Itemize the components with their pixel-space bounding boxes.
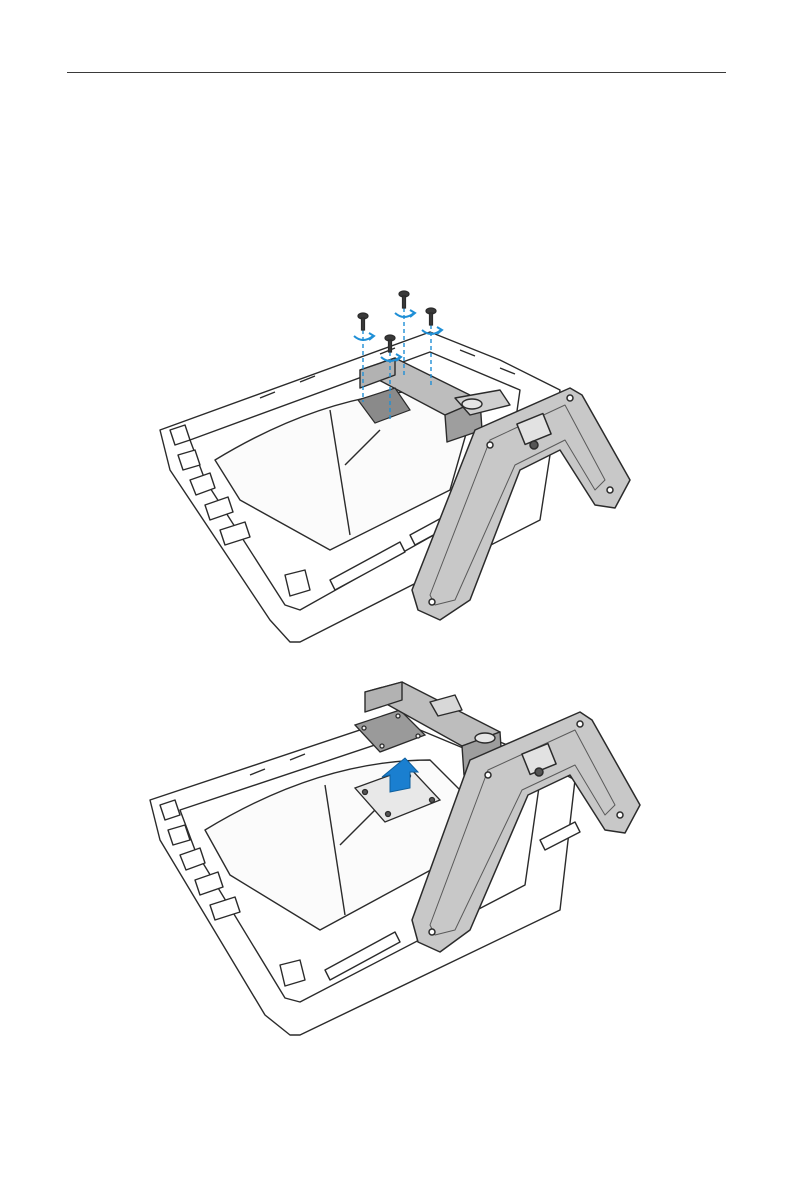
- figure-lift-stand-drawing: [0, 680, 794, 1040]
- header-rule: [67, 72, 726, 73]
- figure-remove-screws: [0, 280, 794, 650]
- figure-lift-stand: [0, 680, 794, 1040]
- figure-remove-screws-drawing: [0, 280, 794, 650]
